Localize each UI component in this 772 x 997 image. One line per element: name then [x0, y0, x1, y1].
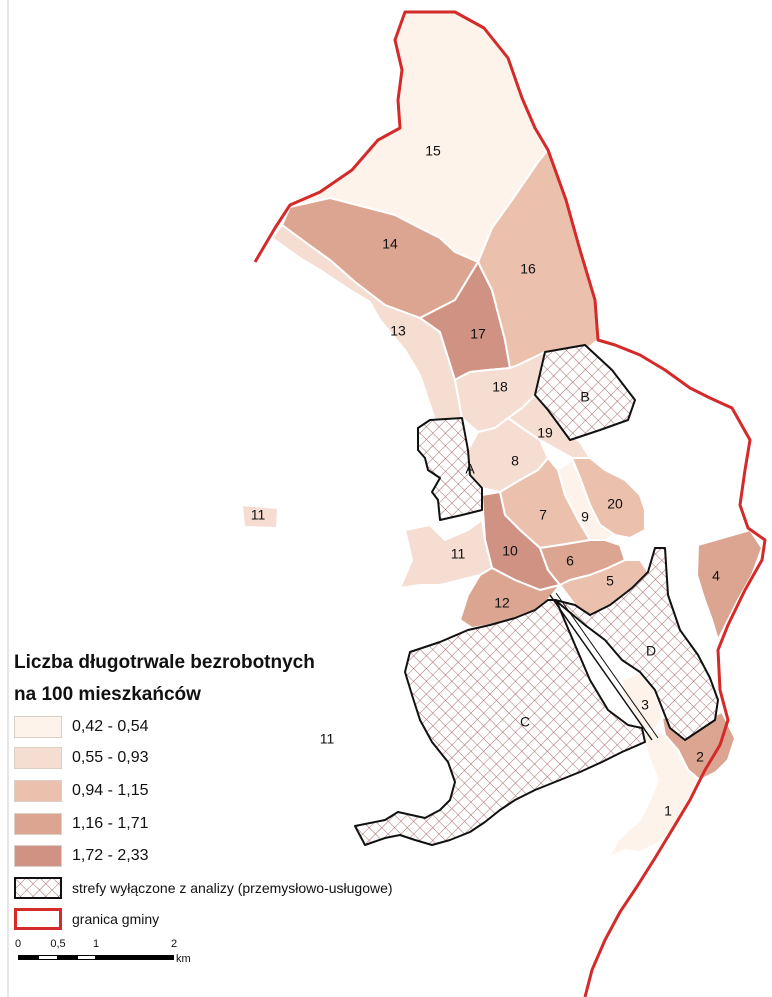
zone-label-2: 2 [696, 749, 704, 765]
zone-11-exclave [241, 504, 279, 529]
zone-label-14: 14 [382, 236, 398, 252]
zone-A [417, 417, 483, 521]
scale-tick-0-5: 0,5 [50, 938, 66, 950]
legend-title-line1: Liczba długotrwale bezrobotnych [14, 652, 315, 673]
legend-title-line2: na 100 mieszkańców [14, 684, 201, 705]
scale-unit: km [176, 953, 191, 965]
legend-swatch-excluded [14, 877, 62, 899]
legend-label: 1,16 - 1,71 [72, 815, 149, 832]
zone-label-16: 16 [520, 261, 536, 277]
zone-label-7: 7 [539, 507, 547, 523]
zone-label-13: 13 [390, 323, 406, 339]
legend-item-class-4: 1,16 - 1,71 [14, 812, 149, 836]
railway-line-2 [555, 592, 659, 739]
scale-segment-5 [96, 955, 174, 960]
zone-label-8: 8 [511, 453, 519, 469]
zone-B [534, 344, 636, 441]
legend-swatch-boundary [14, 908, 62, 930]
zone-label-11: 11 [451, 546, 466, 562]
zone-label-20: 20 [607, 496, 623, 512]
legend-label: 0,94 - 1,15 [72, 782, 149, 799]
zone-label-12: 12 [494, 595, 510, 611]
scale-tick-1: 1 [92, 938, 100, 950]
legend-item-excluded: strefy wyłączone z analizy (przemysłowo-… [14, 876, 393, 900]
legend-label-excluded: strefy wyłączone z analizy (przemysłowo-… [72, 880, 393, 896]
zone-label-15: 15 [425, 143, 441, 159]
municipality-boundary [253, 10, 767, 997]
legend-label: 0,42 - 0,54 [72, 718, 149, 735]
zone-label-18: 18 [492, 379, 508, 395]
zone-label-19: 19 [537, 425, 553, 441]
legend-item-class-1: 0,42 - 0,54 [14, 715, 149, 739]
legend-item-class-2: 0,55 - 0,93 [14, 746, 149, 770]
scale-segment-4 [77, 955, 96, 960]
zone-label-10: 10 [502, 543, 518, 559]
legend-item-class-5: 1,72 - 2,33 [14, 844, 149, 868]
zone-label-11-west: 11 [320, 731, 335, 747]
scale-segment-2 [38, 955, 58, 960]
railway-line [549, 594, 653, 741]
legend-item-class-3: 0,94 - 1,15 [14, 779, 149, 803]
scale-tick-0: 0 [14, 938, 22, 950]
zone-label-5: 5 [606, 573, 614, 589]
scale-bar: 0 0,5 1 2 km [14, 938, 214, 978]
legend-label: 1,72 - 2,33 [72, 847, 149, 864]
zone-label-11-exclave: 11 [251, 507, 266, 523]
legend-swatch [14, 747, 62, 769]
legend-label-boundary: granica gminy [72, 911, 160, 927]
legend-swatch [14, 813, 62, 835]
zone-label-B: B [580, 389, 589, 405]
zone-4 [696, 529, 763, 641]
zone-label-C: C [520, 714, 530, 730]
zone-labels: 15 14 16 13 17 18 B 19 8 A 20 7 9 11 10 … [251, 143, 720, 819]
zone-label-1: 1 [664, 803, 672, 819]
scale-segment-1 [18, 955, 38, 960]
zone-label-3: 3 [641, 697, 649, 713]
legend-swatch [14, 716, 62, 738]
legend-item-boundary: granica gminy [14, 907, 159, 931]
scale-tick-2: 2 [170, 938, 178, 950]
zone-label-17: 17 [470, 326, 486, 342]
zone-label-9: 9 [581, 509, 589, 525]
zone-label-D: D [646, 643, 656, 659]
zone-label-A: A [465, 461, 475, 477]
zone-D [554, 547, 719, 741]
legend-swatch [14, 845, 62, 867]
zone-label-6: 6 [566, 553, 574, 569]
legend-swatch [14, 780, 62, 802]
excluded-zones-layer [354, 344, 719, 846]
zones-layer [241, 11, 763, 859]
legend-label: 0,55 - 0,93 [72, 749, 149, 766]
scale-segment-3 [58, 955, 77, 960]
zone-1 [607, 729, 701, 859]
zone-label-4: 4 [712, 568, 720, 584]
